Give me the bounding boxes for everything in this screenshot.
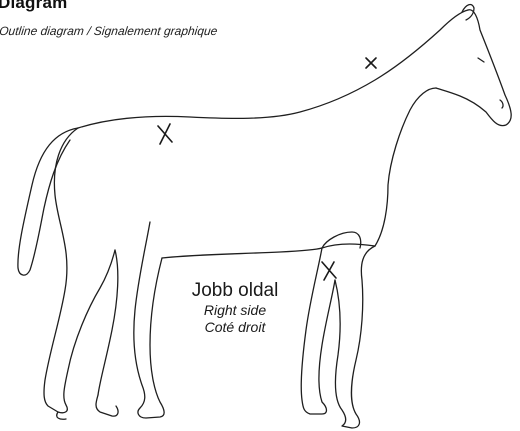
horse-hind-hoof-2 bbox=[96, 395, 118, 416]
horse-belly bbox=[162, 248, 322, 258]
side-label-french: Coté droit bbox=[150, 319, 320, 336]
poll-x-mark bbox=[366, 58, 376, 68]
horse-ear bbox=[462, 5, 474, 20]
horse-hind-outline bbox=[44, 128, 115, 413]
back-x-mark bbox=[158, 124, 172, 144]
horse-nostril bbox=[500, 100, 503, 108]
side-label-english: Right side bbox=[150, 302, 320, 319]
horse-eye bbox=[478, 58, 484, 62]
horse-foreleg-right bbox=[335, 246, 375, 428]
horse-shoulder bbox=[322, 232, 361, 248]
horse-tail bbox=[18, 128, 78, 275]
foreleg-x-mark bbox=[322, 262, 336, 280]
side-label-primary: Jobb oldal bbox=[150, 280, 320, 302]
side-label: Jobb oldal Right side Coté droit bbox=[150, 280, 320, 336]
horse-head bbox=[436, 10, 511, 126]
horse-chest bbox=[322, 88, 436, 248]
